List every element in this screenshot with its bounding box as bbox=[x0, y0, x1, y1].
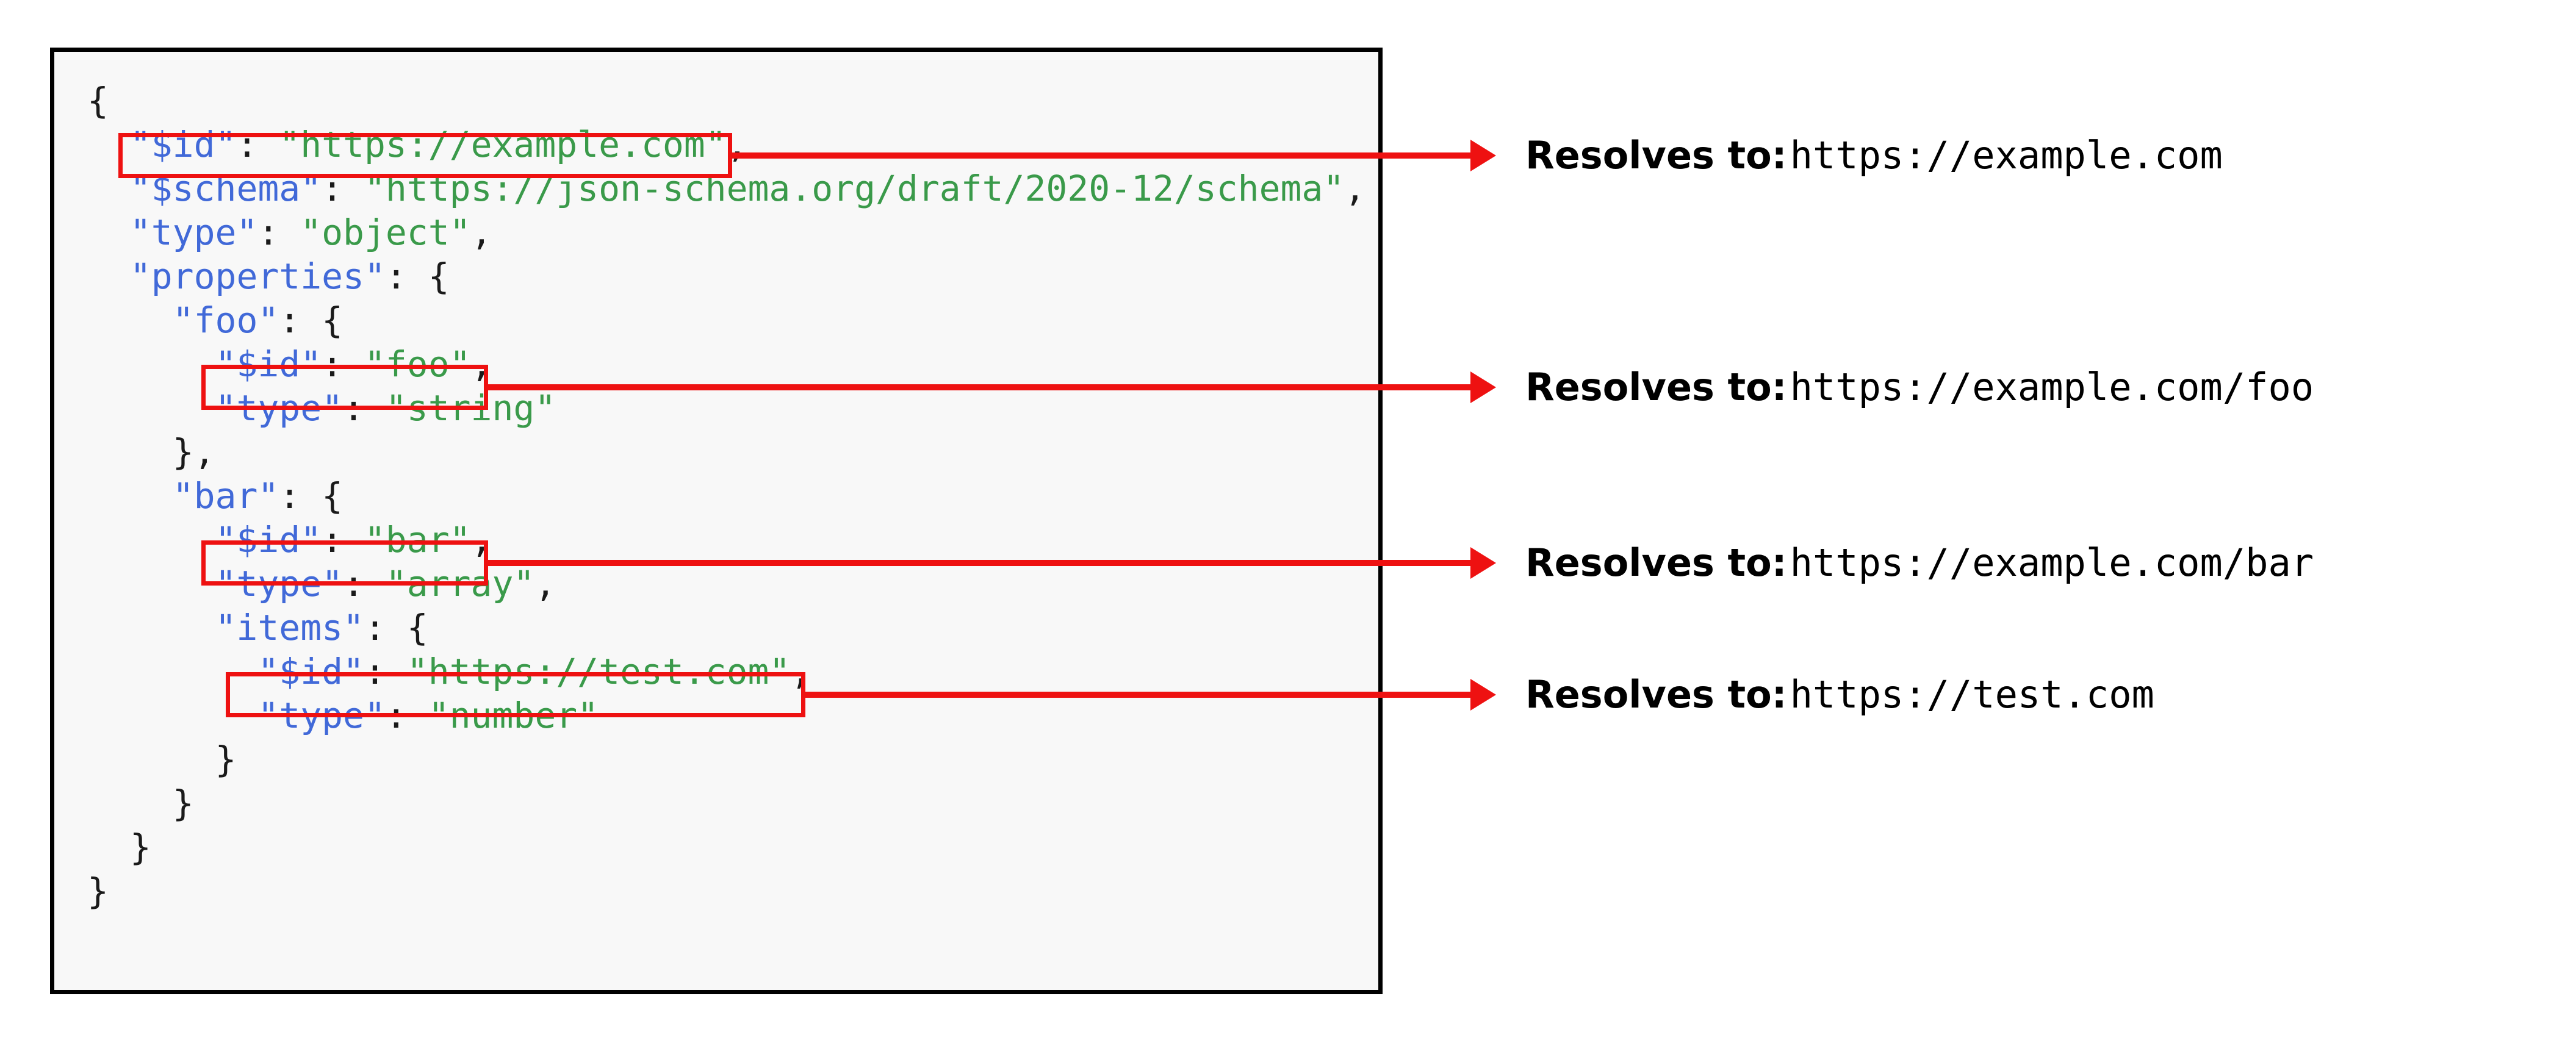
json-key: "$id" bbox=[129, 124, 237, 165]
json-string: "foo" bbox=[364, 343, 471, 385]
code-line: "type": "number" bbox=[87, 695, 599, 736]
code-line: "properties": { bbox=[87, 256, 450, 297]
json-string: "object" bbox=[300, 212, 471, 253]
annotation-foo: Resolves to: https://example.com/foo bbox=[1525, 368, 2314, 406]
annotation-root: Resolves to: https://example.com bbox=[1525, 137, 2223, 174]
code-line: "$id": "bar", bbox=[87, 519, 492, 561]
arrow-root-head bbox=[1470, 140, 1496, 171]
code-line: "$schema": "https://json-schema.org/draf… bbox=[87, 168, 1365, 209]
resolved-uri-value: https://example.com/bar bbox=[1790, 540, 2314, 585]
json-string: "array" bbox=[385, 563, 535, 604]
arrow-bar-line bbox=[488, 560, 1470, 566]
annotation-bar: Resolves to: https://example.com/bar bbox=[1525, 544, 2314, 582]
resolved-uri-value: https://example.com bbox=[1790, 133, 2223, 177]
json-string: "bar" bbox=[364, 519, 471, 561]
json-punctuation: , bbox=[1344, 168, 1366, 209]
resolved-uri-value: https://test.com bbox=[1790, 672, 2154, 717]
json-key: "properties" bbox=[129, 256, 386, 297]
json-code-block: { "$id": "https://example.com", "$schema… bbox=[87, 79, 1365, 913]
arrow-foo-head bbox=[1470, 371, 1496, 403]
json-punctuation: : bbox=[322, 168, 364, 209]
json-key: "bar" bbox=[172, 475, 279, 517]
code-line: } bbox=[87, 783, 194, 824]
code-line: "type": "string" bbox=[87, 387, 556, 429]
arrow-root-line bbox=[732, 152, 1470, 159]
json-punctuation: : bbox=[322, 519, 364, 561]
code-line: "foo": { bbox=[87, 299, 343, 341]
json-schema-code-panel: { "$id": "https://example.com", "$schema… bbox=[50, 48, 1383, 994]
arrow-items-head bbox=[1470, 679, 1496, 711]
json-punctuation: : { bbox=[364, 607, 428, 648]
code-line: "$id": "https://example.com", bbox=[87, 124, 748, 165]
arrow-bar-head bbox=[1470, 547, 1496, 579]
code-line: } bbox=[87, 739, 237, 780]
json-punctuation: , bbox=[470, 519, 492, 561]
arrow-items-line bbox=[805, 692, 1470, 698]
json-string: "number" bbox=[428, 695, 599, 736]
resolves-to-label: Resolves to: bbox=[1525, 365, 1787, 409]
json-key: "foo" bbox=[172, 299, 279, 341]
json-string: "string" bbox=[385, 387, 556, 429]
resolves-to-label: Resolves to: bbox=[1525, 540, 1787, 585]
code-line: } bbox=[87, 870, 109, 912]
json-punctuation: : bbox=[385, 695, 428, 736]
json-key: "type" bbox=[257, 695, 386, 736]
code-line: "type": "object", bbox=[87, 212, 492, 253]
json-key: "type" bbox=[129, 212, 258, 253]
annotation-items: Resolves to: https://test.com bbox=[1525, 676, 2154, 714]
json-punctuation: : { bbox=[279, 475, 344, 517]
json-punctuation: }, bbox=[172, 431, 215, 473]
json-punctuation: , bbox=[534, 563, 556, 604]
json-punctuation: , bbox=[470, 212, 492, 253]
json-key: "$schema" bbox=[129, 168, 322, 209]
json-string: "https://test.com" bbox=[406, 651, 791, 692]
json-punctuation: { bbox=[87, 80, 109, 121]
resolves-to-label: Resolves to: bbox=[1525, 672, 1787, 717]
json-punctuation: : bbox=[364, 651, 407, 692]
json-punctuation: } bbox=[172, 783, 194, 824]
code-line: "$id": "https://test.com", bbox=[87, 651, 811, 692]
json-key: "type" bbox=[215, 563, 344, 604]
code-line: { bbox=[87, 80, 109, 121]
resolves-to-label: Resolves to: bbox=[1525, 133, 1787, 177]
json-punctuation: : bbox=[343, 563, 386, 604]
json-string: "https://example.com" bbox=[279, 124, 727, 165]
json-punctuation: , bbox=[726, 124, 748, 165]
code-line: } bbox=[87, 826, 151, 868]
json-punctuation: } bbox=[87, 870, 109, 912]
code-line: "items": { bbox=[87, 607, 428, 648]
json-key: "items" bbox=[215, 607, 364, 648]
json-key: "type" bbox=[215, 387, 344, 429]
json-punctuation: , bbox=[790, 651, 812, 692]
json-punctuation: } bbox=[215, 739, 237, 780]
code-line: }, bbox=[87, 431, 215, 473]
json-punctuation: : bbox=[322, 343, 364, 385]
code-line: "$id": "foo", bbox=[87, 343, 492, 385]
json-punctuation: : bbox=[257, 212, 301, 253]
json-key: "$id" bbox=[215, 519, 322, 561]
json-punctuation: , bbox=[470, 343, 492, 385]
arrow-foo-line bbox=[488, 384, 1470, 390]
json-punctuation: : { bbox=[385, 256, 450, 297]
code-line: "bar": { bbox=[87, 475, 343, 517]
json-key: "$id" bbox=[257, 651, 364, 692]
json-punctuation: } bbox=[129, 826, 151, 868]
json-punctuation: : { bbox=[279, 299, 344, 341]
json-punctuation: : bbox=[236, 124, 279, 165]
json-key: "$id" bbox=[215, 343, 322, 385]
resolved-uri-value: https://example.com/foo bbox=[1790, 365, 2314, 409]
json-punctuation: : bbox=[343, 387, 386, 429]
json-string: "https://json-schema.org/draft/2020-12/s… bbox=[364, 168, 1345, 209]
code-line: "type": "array", bbox=[87, 563, 556, 604]
